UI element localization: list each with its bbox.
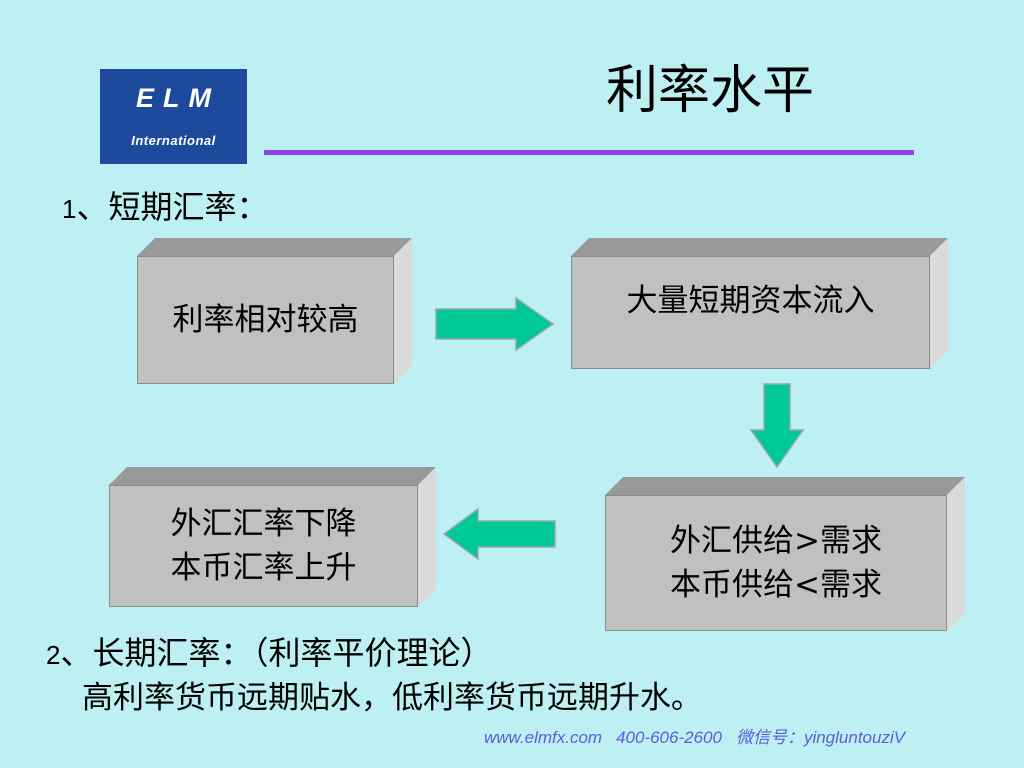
box-text-line: 大量短期资本流入 bbox=[626, 282, 875, 319]
section-1-number: 1 bbox=[62, 194, 77, 224]
title-underline bbox=[264, 150, 914, 155]
box-exchange-rate: 外汇汇率下降 本币汇率上升 bbox=[109, 467, 436, 607]
box-text-line: 本币供给<需求 bbox=[670, 567, 882, 603]
arrow-right-icon bbox=[435, 296, 555, 352]
box-text-line: 本币汇率上升 bbox=[170, 550, 357, 586]
elm-logo: ELM International bbox=[100, 69, 247, 164]
footer-website: www.elmfx.com bbox=[484, 728, 603, 747]
box-supply-demand: 外汇供给>需求 本币供给<需求 bbox=[605, 477, 965, 631]
section-1-text: 、短期汇率： bbox=[76, 188, 269, 226]
box-high-interest-face: 利率相对较高 bbox=[137, 256, 394, 384]
section-2-number: 2 bbox=[46, 640, 61, 670]
slide-title: 利率水平 bbox=[605, 61, 814, 121]
section-2-heading: 2、长期汇率：（利率平价理论） bbox=[46, 633, 492, 675]
section-2-description: 高利率货币远期贴水，低利率货币远期升水。 bbox=[82, 680, 702, 716]
footer-phone: 400-606-2600 bbox=[616, 728, 722, 747]
box-capital-inflow-face: 大量短期资本流入 bbox=[571, 256, 930, 369]
logo-brand: ELM bbox=[136, 83, 220, 113]
box-exchange-rate-face: 外汇汇率下降 本币汇率上升 bbox=[109, 485, 418, 607]
box-text-line: 外汇汇率下降 bbox=[170, 506, 357, 542]
footer-wechat: 微信号：yingluntouziV bbox=[735, 728, 906, 747]
box-text-line: 外汇供给>需求 bbox=[670, 523, 882, 559]
arrow-left-icon bbox=[442, 507, 556, 561]
box-supply-demand-face: 外汇供给>需求 本币供给<需求 bbox=[605, 495, 947, 631]
box-high-interest: 利率相对较高 bbox=[137, 238, 412, 384]
box-text-line: 利率相对较高 bbox=[172, 302, 359, 338]
footer: www.elmfx.com 400-606-2600 微信号：yingluntouz… bbox=[484, 723, 919, 748]
box-capital-inflow: 大量短期资本流入 bbox=[571, 238, 948, 369]
logo-subtitle: International bbox=[131, 133, 216, 148]
section-2-text: 、长期汇率：（利率平价理论） bbox=[60, 634, 493, 672]
section-1-heading: 1、短期汇率： bbox=[62, 187, 268, 229]
arrow-down-icon bbox=[749, 383, 805, 469]
